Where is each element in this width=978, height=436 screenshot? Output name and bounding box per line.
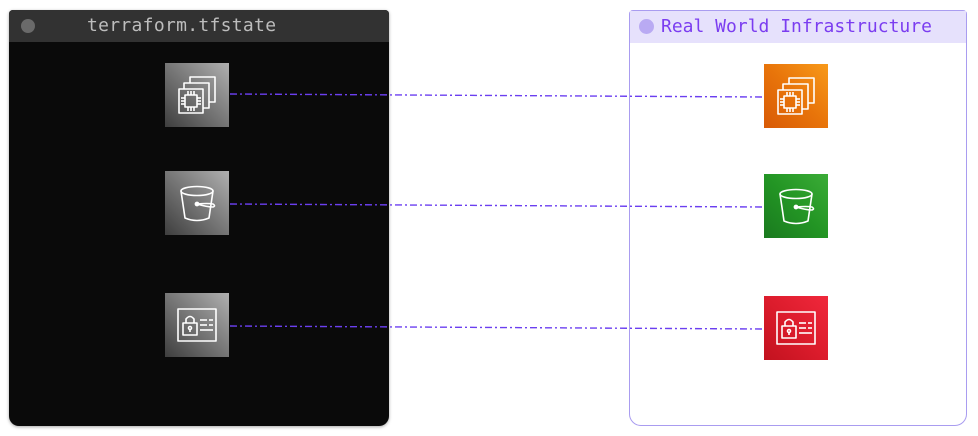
state-panel-title: terraform.tfstate <box>87 15 277 36</box>
ec2-link-line <box>229 93 763 98</box>
s3-link-line <box>229 203 763 208</box>
window-dot-icon <box>21 19 35 33</box>
infra-panel-title: Real World Infrastructure <box>661 16 932 37</box>
state-ec2-resource <box>165 63 229 127</box>
state-iam-resource <box>165 293 229 357</box>
s3-bucket-icon <box>779 188 815 225</box>
state-panel-titlebar: terraform.tfstate <box>9 10 389 42</box>
real-iam-resource <box>764 296 828 360</box>
ec2-instance-icon <box>178 76 216 114</box>
state-s3-resource <box>165 171 229 235</box>
real-ec2-resource <box>764 64 828 128</box>
iam-link-line <box>229 325 763 330</box>
real-s3-resource <box>764 174 828 238</box>
header-dot-icon <box>639 19 654 34</box>
iam-identity-icon <box>177 308 217 342</box>
ec2-instance-icon <box>777 77 815 115</box>
infra-panel-header: Real World Infrastructure <box>630 11 966 43</box>
s3-bucket-icon <box>180 185 216 222</box>
iam-identity-icon <box>776 311 816 345</box>
